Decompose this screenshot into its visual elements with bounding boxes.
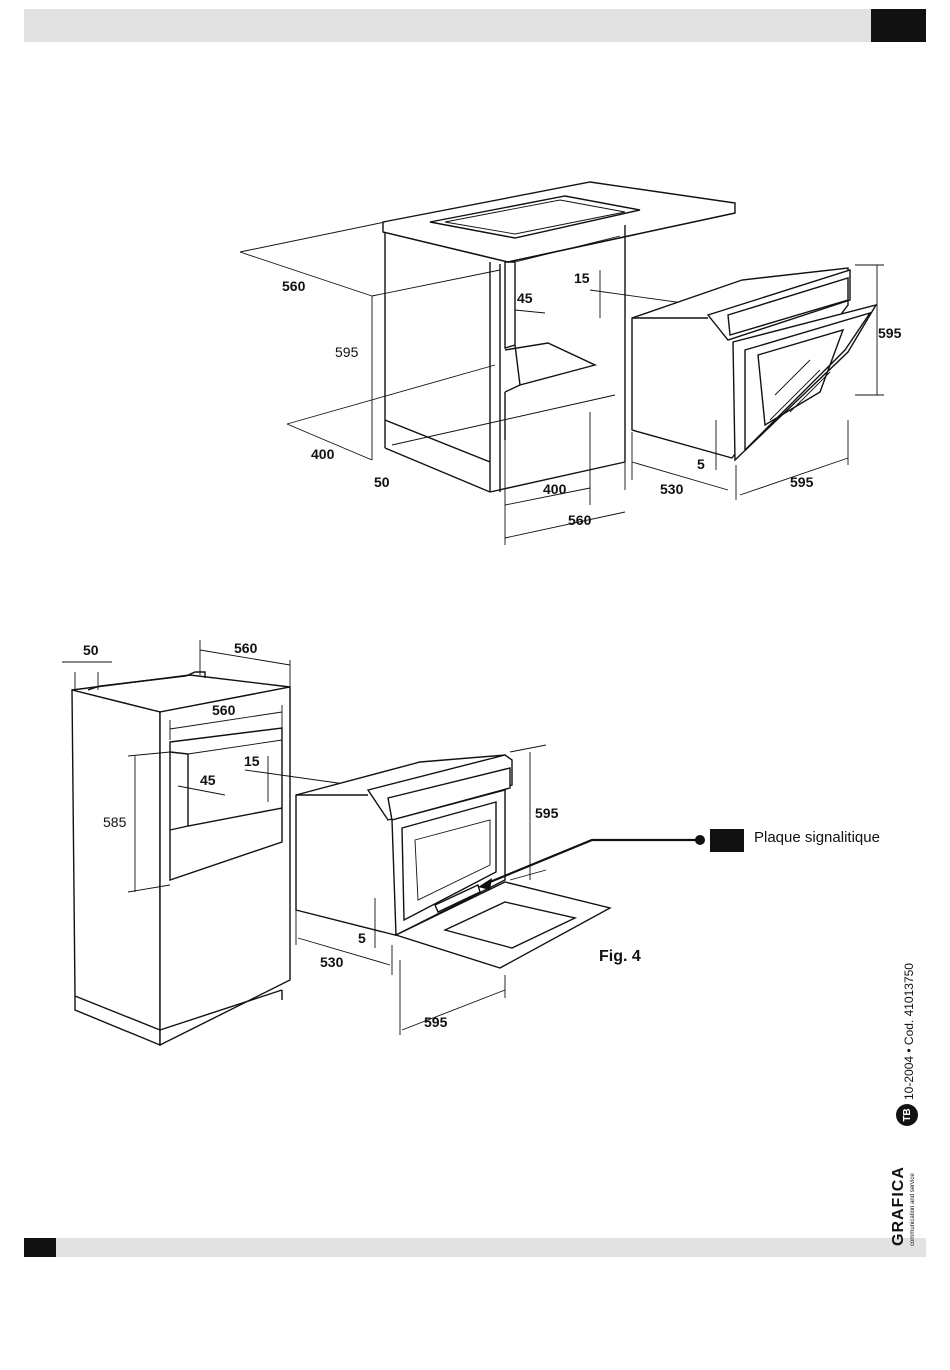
dim-50-side: 50 [83,642,99,658]
dim-560-inner: 560 [212,702,236,718]
dim-45: 45 [517,290,533,306]
dim-15: 15 [574,270,590,286]
publisher-logo-subtitle: communication and service [910,1173,916,1246]
dim-560-depth: 560 [282,278,306,294]
publisher-logo-name: GRAFICA [890,1166,908,1246]
dim-595-oven-height-bottom: 595 [535,805,559,821]
dim-45-bottom: 45 [200,772,216,788]
dim-15-bottom: 15 [244,753,260,769]
document-code-text: 10-2004 • Cod. 41013750 [902,963,916,1100]
dim-595-oven-height: 595 [878,325,902,341]
dim-50: 50 [374,474,390,490]
dim-5-bottom: 5 [358,930,366,946]
dim-595-height: 595 [335,344,359,360]
logo-badge-icon: TB [896,1104,918,1126]
rating-plate-label: Plaque signalitique [754,829,880,846]
dim-530-bottom: 530 [320,954,344,970]
figure-label: Fig. 4 [599,948,641,966]
dim-595-oven-width-bottom: 595 [424,1014,448,1030]
dim-595-oven-width: 595 [790,474,814,490]
dim-585: 585 [103,814,127,830]
dim-5: 5 [697,456,705,472]
dim-400-bottom: 400 [543,481,567,497]
dim-530: 530 [660,481,684,497]
dim-560-top: 560 [234,640,258,656]
bottom-cabinet-drawing [62,640,744,1045]
dim-560-bottom: 560 [568,512,592,528]
dim-400-left: 400 [311,446,335,462]
